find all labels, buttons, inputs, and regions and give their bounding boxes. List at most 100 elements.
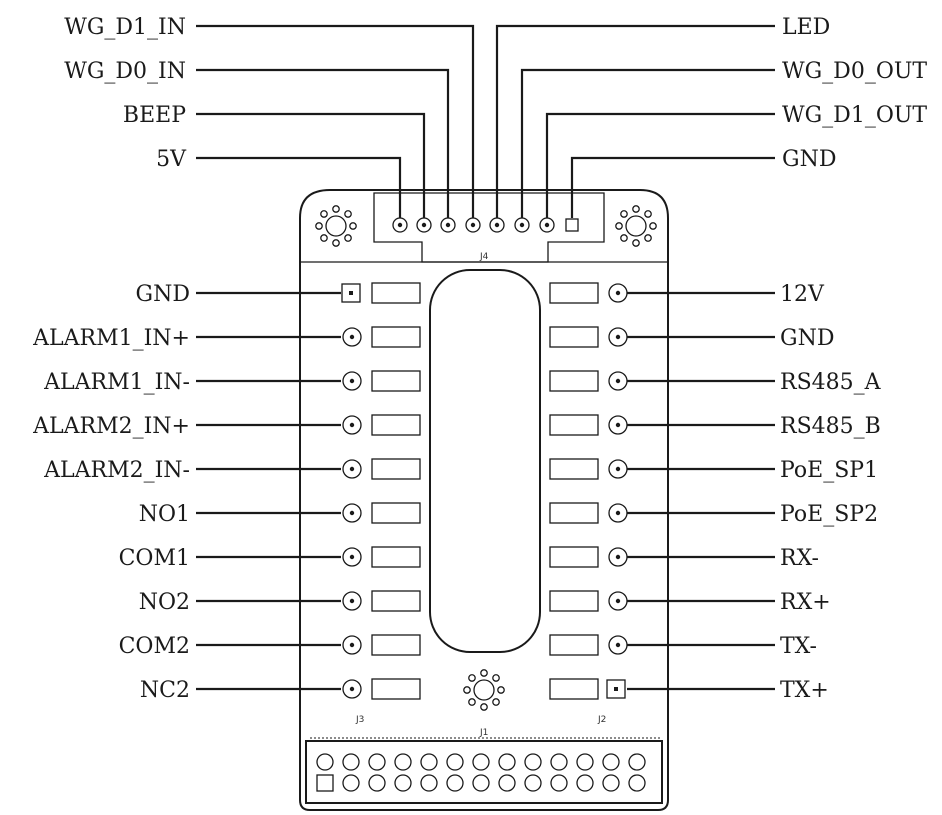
label-tx-plus: TX+ [780, 678, 829, 703]
mount-hole-dot [644, 210, 652, 218]
label-right-gnd: GND [780, 326, 834, 351]
left-terminal-block [196, 282, 421, 700]
bottom-pin [524, 753, 542, 771]
mount-hole-dot [497, 686, 505, 694]
label-alarm1-in-minus: ALARM1_IN- [43, 370, 190, 395]
pin-no1 [342, 503, 362, 523]
label-com2: COM2 [119, 634, 190, 659]
pin-square-tx-plus [606, 679, 626, 699]
terminal-com2 [371, 634, 421, 656]
mount-hole-dot [468, 698, 476, 706]
mount-hole-dot [320, 210, 328, 218]
mount-hole-top-right [615, 205, 657, 247]
bottom-connector-label: J1 [479, 728, 488, 738]
pin-center-alarm2-in-plus [349, 422, 355, 428]
bottom-pin [628, 774, 646, 792]
pin-alarm2-in-minus [342, 459, 362, 479]
pin-alarm2-in-plus [342, 415, 362, 435]
pin-nc2 [342, 679, 362, 699]
pin-center-alarm2-in-minus [349, 466, 355, 472]
top-pin-center [470, 222, 476, 228]
label-wg-d0-in: WG_D0_IN [64, 59, 186, 84]
bottom-pin [342, 753, 360, 771]
bottom-pin [550, 753, 568, 771]
mount-hole-bottom [463, 669, 505, 711]
mount-hole-dot [332, 239, 340, 247]
mount-hole-dot [615, 222, 623, 230]
bottom-pin [420, 774, 438, 792]
bottom-pin [602, 774, 620, 792]
right-terminal-block [549, 282, 775, 700]
mount-hole-dot [344, 234, 352, 242]
top-leader-lines [196, 24, 775, 218]
top-left-leader [196, 24, 475, 218]
terminal-no2 [371, 590, 421, 612]
left-block-label: J3 [355, 715, 364, 725]
terminal-no1 [371, 502, 421, 524]
pin-center-nc2 [349, 686, 355, 692]
top-left-leader [196, 156, 402, 218]
terminal-tx-minus [549, 634, 599, 656]
bottom-pin [576, 753, 594, 771]
bottom-pin [316, 753, 334, 771]
pin-center-12v [615, 290, 621, 296]
pin-center-alarm1-in-minus [349, 378, 355, 384]
terminal-rx-minus [549, 546, 599, 568]
terminal-gnd [549, 326, 599, 348]
bottom-pin [628, 753, 646, 771]
label-alarm2-in-minus: ALARM2_IN- [43, 458, 190, 483]
label-left-gnd: GND [136, 282, 190, 307]
label-no2: NO2 [139, 590, 190, 615]
right-block-label: J2 [597, 715, 606, 725]
label-no1: NO1 [139, 502, 190, 527]
terminal-tx-plus [549, 678, 599, 700]
mount-hole-dot [463, 686, 471, 694]
bottom-pin [420, 753, 438, 771]
top-left-leader [196, 112, 426, 218]
label-rs485-a: RS485_A [780, 370, 882, 395]
bottom-pin [498, 774, 516, 792]
pin-center-com1 [349, 554, 355, 560]
top-right-leader [570, 156, 775, 218]
mount-hole-dot [480, 703, 488, 711]
mount-hole-ring [325, 215, 347, 237]
top-pin-center [544, 222, 550, 228]
pin-center-rx-minus [615, 554, 621, 560]
pin-square-gnd [341, 283, 361, 303]
mount-hole-dot [632, 239, 640, 247]
pin-alarm1-in-minus [342, 371, 362, 391]
pin-center-gnd [349, 291, 353, 295]
top-right-leader [545, 112, 775, 218]
pin-center-alarm1-in-plus [349, 334, 355, 340]
board-outline [299, 189, 669, 811]
bottom-pin [602, 753, 620, 771]
label-tx-minus: TX- [780, 634, 817, 659]
top-right-leader [495, 24, 775, 218]
pin-center-rs485-a [615, 378, 621, 384]
bottom-pin [472, 753, 490, 771]
label-alarm2-in-plus: ALARM2_IN+ [32, 414, 190, 439]
mount-hole-dot [480, 669, 488, 677]
label-poe-sp2: PoE_SP2 [780, 502, 878, 527]
label-wg-d1-out: WG_D1_OUT [782, 103, 927, 128]
terminal-poe-sp1 [549, 458, 599, 480]
bottom-pin [576, 774, 594, 792]
label-wg-d1-in: WG_D1_IN [64, 15, 186, 40]
bottom-pin-square [316, 774, 334, 792]
label-5v: 5V [156, 147, 187, 172]
label-wg-d0-out: WG_D0_OUT [782, 59, 927, 84]
top-header-pins [392, 217, 579, 233]
label-top-gnd: GND [782, 147, 836, 172]
label-poe-sp1: PoE_SP1 [780, 458, 878, 483]
mount-hole-dot [620, 210, 628, 218]
bottom-pin [550, 774, 568, 792]
terminal-alarm1-in-plus [371, 326, 421, 348]
top-right-leader [520, 68, 775, 218]
bottom-pin [368, 753, 386, 771]
mount-hole-top-left [315, 205, 357, 247]
terminal-poe-sp2 [549, 502, 599, 524]
label-rs485-b: RS485_B [780, 414, 881, 439]
label-led: LED [782, 15, 830, 40]
mount-hole-dot [344, 210, 352, 218]
